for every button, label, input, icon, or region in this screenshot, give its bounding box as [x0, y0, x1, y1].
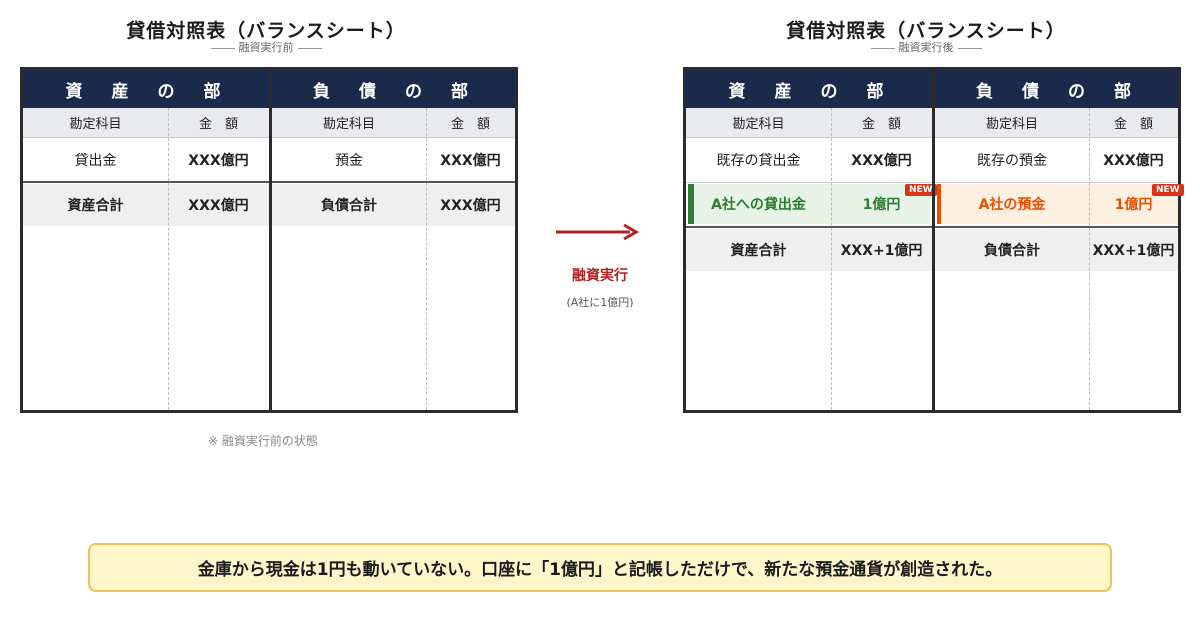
- arrow-right-icon: [556, 224, 639, 240]
- new-badge: NEW: [1152, 184, 1184, 196]
- arrow-sublabel: (A社に1億円): [566, 296, 634, 309]
- col-account-header: 勘定科目: [23, 108, 168, 138]
- after-subtitle: 融資実行後: [746, 39, 1106, 55]
- assets-header: 資 産 の 部: [686, 70, 932, 108]
- col-account-header: 勘定科目: [272, 108, 426, 138]
- liability-total-label: 負債合計: [321, 198, 377, 214]
- asset-amount-cell: XXX億円: [851, 153, 912, 169]
- before-note: ※ 融資実行前の状態: [208, 434, 318, 448]
- column-divider: [168, 108, 169, 410]
- section-divider: [932, 70, 935, 410]
- new-liability-amount: 1億円: [1114, 197, 1153, 213]
- new-asset-account: A社への貸出金: [711, 197, 806, 213]
- liability-account-cell: 預金: [335, 153, 363, 169]
- column-divider: [426, 108, 427, 410]
- before-subtitle: 融資実行前: [86, 39, 446, 55]
- liability-amount-cell: XXX億円: [440, 153, 501, 169]
- new-asset-amount: 1億円: [862, 197, 901, 213]
- arrow-label: 融資実行: [572, 268, 628, 284]
- asset-total-amount: XXX億円: [188, 198, 249, 214]
- asset-total-label: 資産合計: [67, 198, 124, 214]
- column-divider: [831, 108, 832, 410]
- summary-callout: 金庫から現金は1円も動いていない。口座に「1億円」と記帳しただけで、新たな預金通…: [88, 543, 1112, 592]
- before-title: 貸借対照表（バランスシート）: [126, 20, 406, 42]
- col-amount-header: 金 額: [168, 108, 269, 138]
- asset-account-cell: 貸出金: [74, 153, 117, 169]
- asset-amount-cell: XXX億円: [188, 153, 249, 169]
- new-liability-row: [937, 184, 1178, 224]
- col-amount-header: 金 額: [831, 108, 932, 138]
- asset-total-label: 資産合計: [730, 243, 787, 259]
- balance-sheet-before: 資 産 の 部 負 債 の 部 勘定科目 金 額 勘定科目 金 額 貸出金 XX…: [20, 67, 518, 413]
- assets-header: 資 産 の 部: [23, 70, 269, 108]
- liability-total-amount: XXX億円: [440, 198, 501, 214]
- liabilities-header: 負 債 の 部: [272, 70, 515, 108]
- new-liability-account: A社の預金: [978, 197, 1046, 213]
- col-account-header: 勘定科目: [686, 108, 831, 138]
- new-badge: NEW: [905, 184, 937, 196]
- liability-total-amount: XXX+1億円: [1092, 243, 1175, 259]
- after-title: 貸借対照表（バランスシート）: [786, 20, 1066, 42]
- col-amount-header: 金 額: [1089, 108, 1178, 138]
- new-asset-row: [688, 184, 930, 224]
- balance-sheet-after: 資 産 の 部 負 債 の 部 勘定科目 金 額 勘定科目 金 額 既存の貸出金…: [683, 67, 1184, 413]
- liability-total-label: 負債合計: [984, 243, 1040, 259]
- liability-amount-cell: XXX億円: [1103, 153, 1164, 169]
- section-divider: [269, 70, 272, 410]
- column-divider: [1089, 108, 1090, 410]
- asset-account-cell: 既存の貸出金: [716, 153, 801, 169]
- liability-account-cell: 既存の預金: [977, 153, 1047, 169]
- col-account-header: 勘定科目: [935, 108, 1089, 138]
- col-amount-header: 金 額: [426, 108, 515, 138]
- liabilities-header: 負 債 の 部: [935, 70, 1178, 108]
- asset-total-amount: XXX+1億円: [840, 243, 923, 259]
